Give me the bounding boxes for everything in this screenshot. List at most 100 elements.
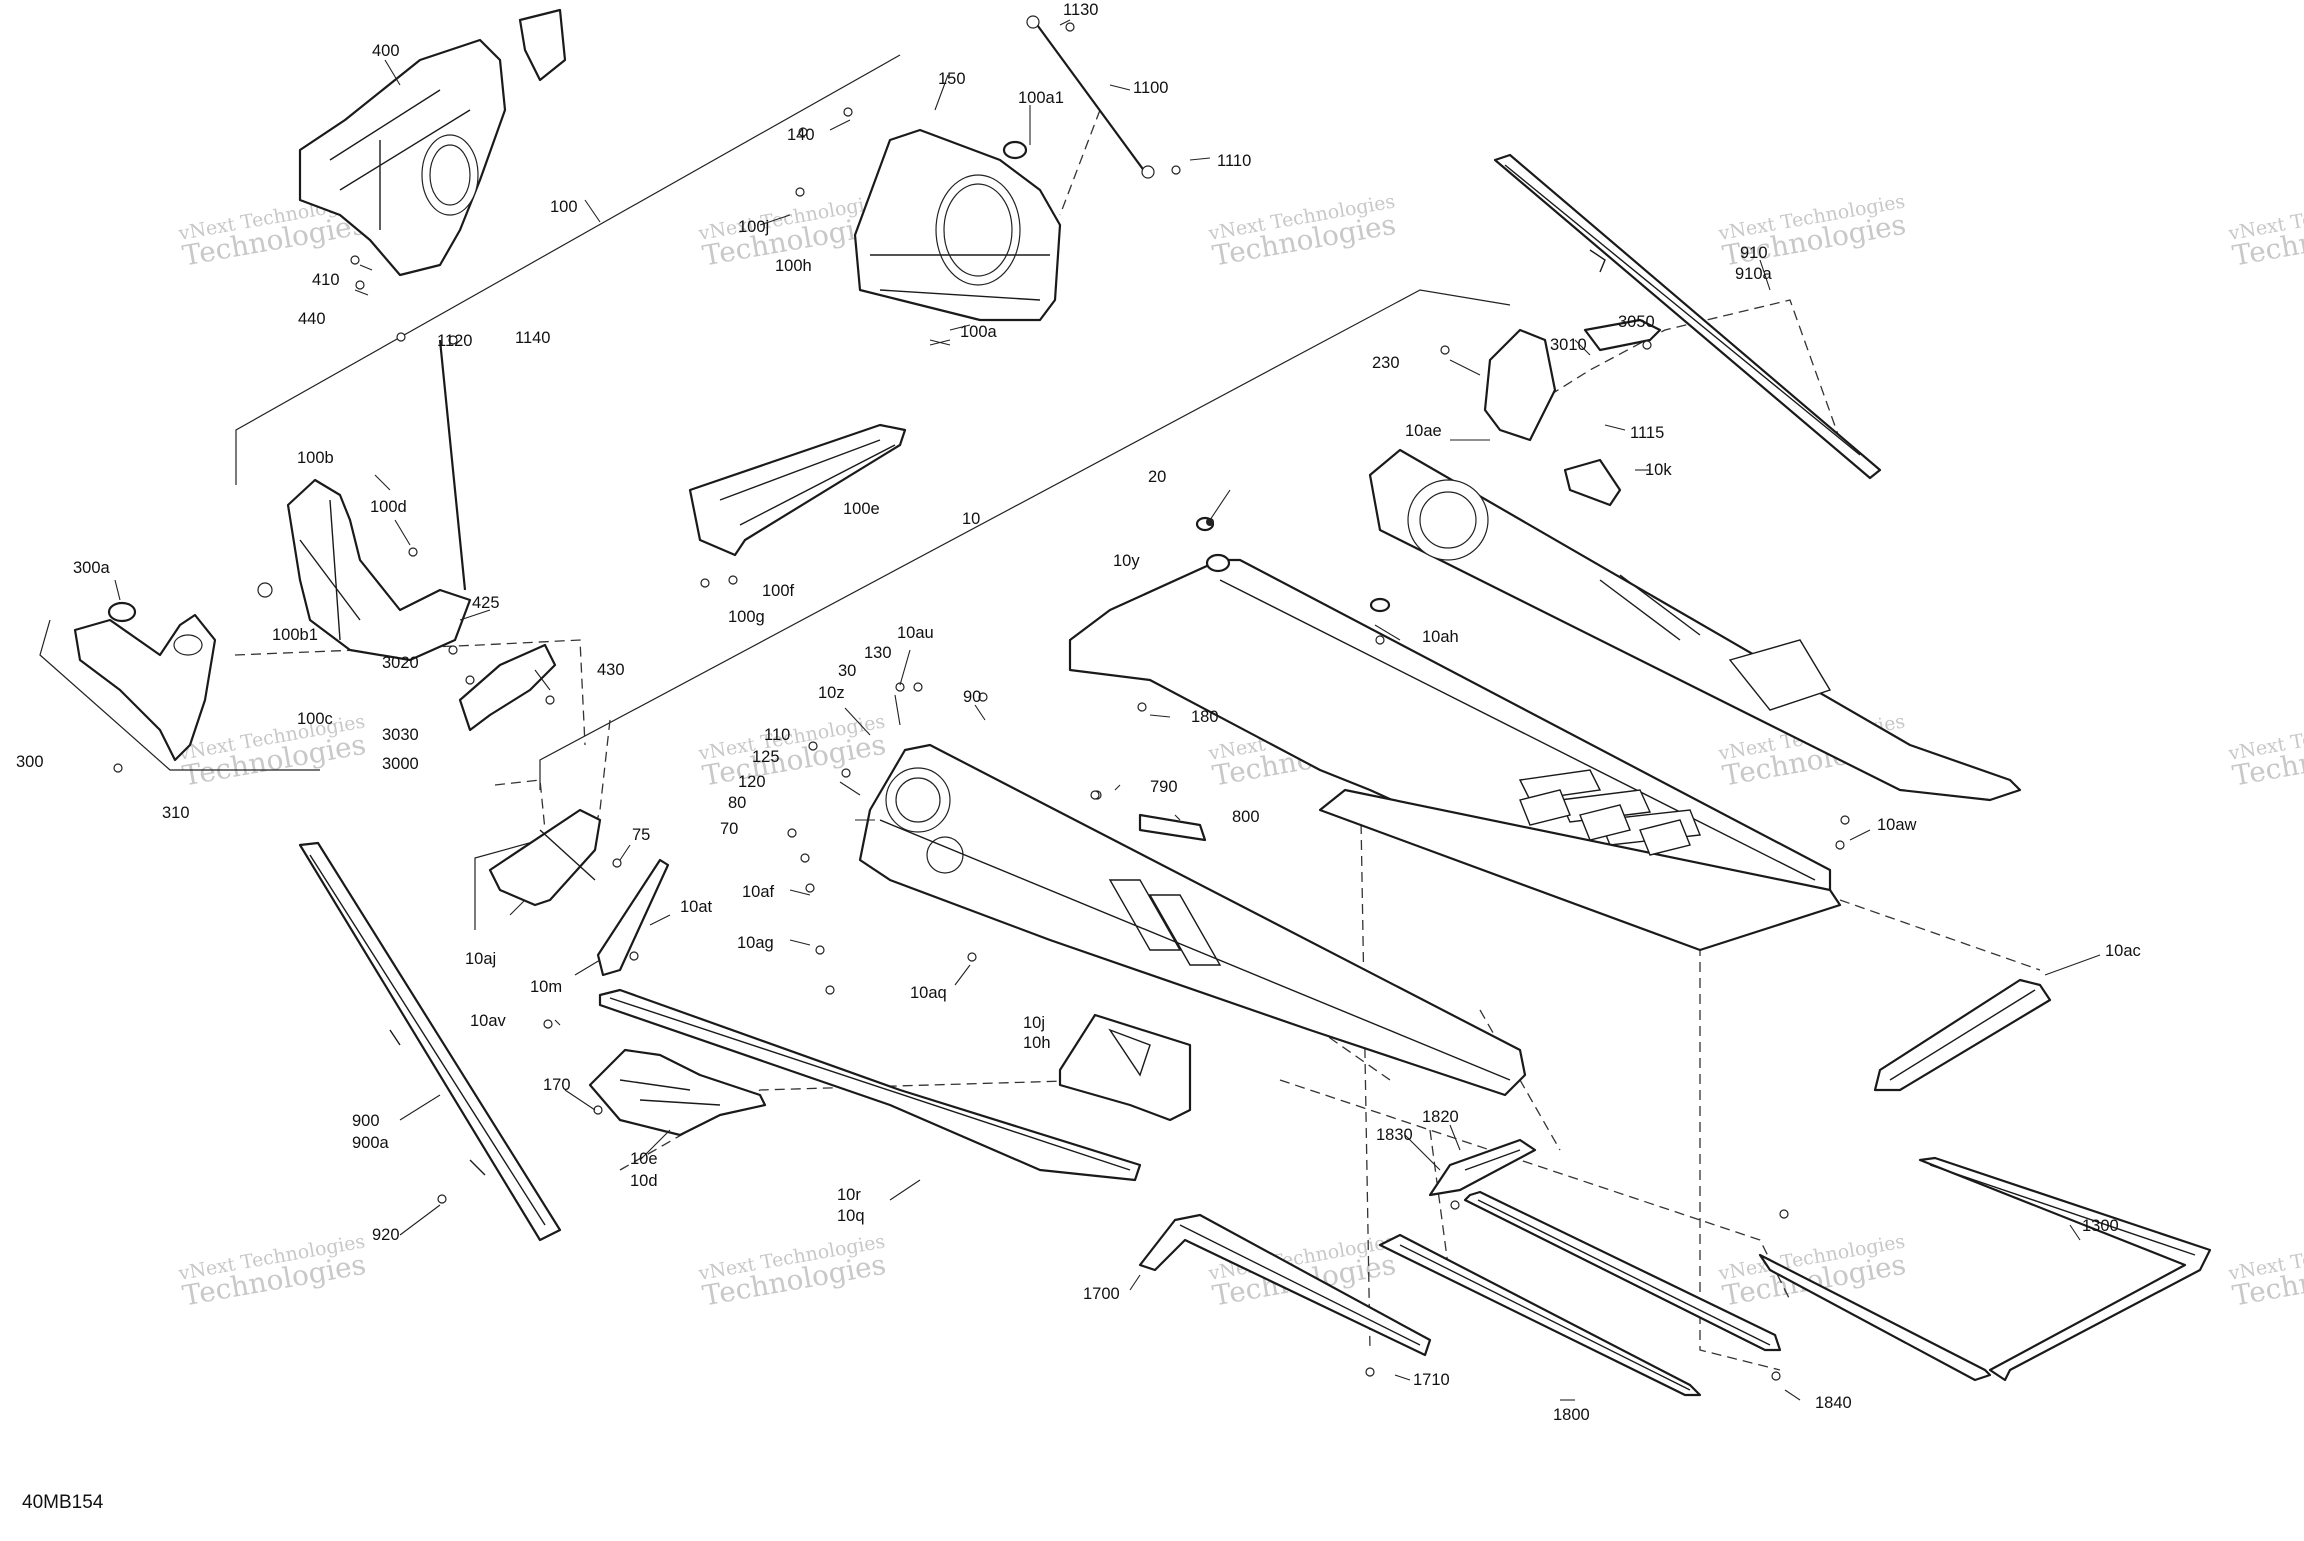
callout-440: 440 [298,310,326,328]
callout-100f: 100f [762,582,795,600]
callout-110: 110 [764,726,790,744]
callout-10ac: 10ac [2105,942,2141,960]
part-800-plate [1092,790,1207,842]
callout-10j: 10j [1023,1014,1045,1032]
callout-10y: 10y [1113,552,1140,570]
part-10-left-tunnel-side [858,743,1527,1097]
part-1120-rod [396,332,467,591]
callout-10aq: 10aq [910,984,947,1002]
callout-10: 10 [962,510,980,528]
part-3000-bracket [448,643,557,732]
hardware-fasteners [787,518,1850,1219]
callout-1800: 1800 [1553,1406,1590,1424]
callout-790: 790 [1150,778,1178,796]
callout-125: 125 [752,748,780,766]
callout-10av: 10av [470,1012,507,1030]
callout-410: 410 [312,271,340,289]
callout-1820: 1820 [1422,1108,1459,1126]
part-100e-plate [688,423,907,588]
callout-80: 80 [728,794,746,812]
part-910-rail [1493,153,1882,480]
callout-10aw: 10aw [1877,816,1917,834]
leader-lines [114,19,2101,1401]
callout-425: 425 [472,594,500,612]
callout-30: 30 [838,662,856,680]
callout-1100: 1100 [1133,79,1168,97]
callout-100h: 100h [775,257,812,275]
callout-800: 800 [1232,808,1260,826]
callout-75: 75 [632,826,650,844]
callout-100j: 100j [738,218,769,236]
callout-100a: 100a [960,323,998,341]
part-10aj-bracket [488,808,670,977]
part-100b-lower-column [257,478,472,662]
callout-130: 130 [864,644,892,662]
callout-10ah: 10ah [1422,628,1459,646]
callout-100: 100 [550,198,578,216]
diagram-code: 40MB154 [22,1492,104,1513]
callout-310: 310 [162,804,190,822]
callout-1115: 1115 [1630,424,1664,442]
callout-10m: 10m [530,978,562,996]
callout-100g: 100g [728,608,765,626]
callout-90: 90 [963,688,981,706]
callout-10af: 10af [742,883,775,901]
callout-10z: 10z [818,684,845,702]
callout-3000: 3000 [382,755,419,773]
assembly-group-lines [39,54,1511,930]
callout-100e: 100e [843,500,880,518]
callout-900a: 900a [352,1134,390,1152]
callout-1830: 1830 [1376,1126,1413,1144]
callout-10ag: 10ag [737,934,774,952]
callout-1120: 1120 [437,332,472,350]
callout-230: 230 [1372,354,1400,372]
callout-3030: 3030 [382,726,419,744]
callout-150: 150 [938,70,966,88]
callout-120: 120 [738,773,766,791]
callout-100b: 100b [297,449,334,467]
callout-100b1: 100b1 [272,626,318,644]
part-100a-upper-column [795,107,1062,322]
callout-140: 140 [787,126,815,144]
callout-10aj: 10aj [465,950,496,968]
part-3010-bracket [1440,318,1662,507]
callout-10au: 10au [897,624,934,642]
part-300-bracket [73,601,217,773]
callout-430: 430 [597,661,625,679]
part-1820-bracket [1428,1138,1537,1197]
part-10ae-side-panel [1368,448,2022,802]
callout-10ae: 10ae [1405,422,1442,440]
callout-10k: 10k [1645,461,1672,479]
callout-10e: 10e [630,1150,658,1168]
callout-1840: 1840 [1815,1394,1852,1412]
callout-10q: 10q [837,1207,865,1225]
callout-400: 400 [372,42,400,60]
callout-1140: 1140 [515,329,550,347]
part-1800-runner [1378,1233,1702,1397]
callout-100a1: 100a1 [1018,89,1064,107]
part-900-rail [298,841,562,1242]
callout-10at: 10at [680,898,713,916]
callout-10h: 10h [1023,1034,1051,1052]
callout-70: 70 [720,820,738,838]
part-10-tunnel-floor [1318,788,1842,952]
callout-3010: 3010 [1550,336,1587,354]
callout-1700: 1700 [1083,1285,1120,1303]
callout-300a: 300a [73,559,111,577]
part-10r-rail [543,988,1142,1182]
callout-1300: 1300 [2082,1217,2119,1235]
part-1300-bumper [1758,1156,2212,1382]
part-1100-strut [1026,15,1181,179]
callout-100d: 100d [370,498,407,516]
part-1700-runner [1138,1213,1432,1377]
callout-3020: 3020 [382,654,419,672]
